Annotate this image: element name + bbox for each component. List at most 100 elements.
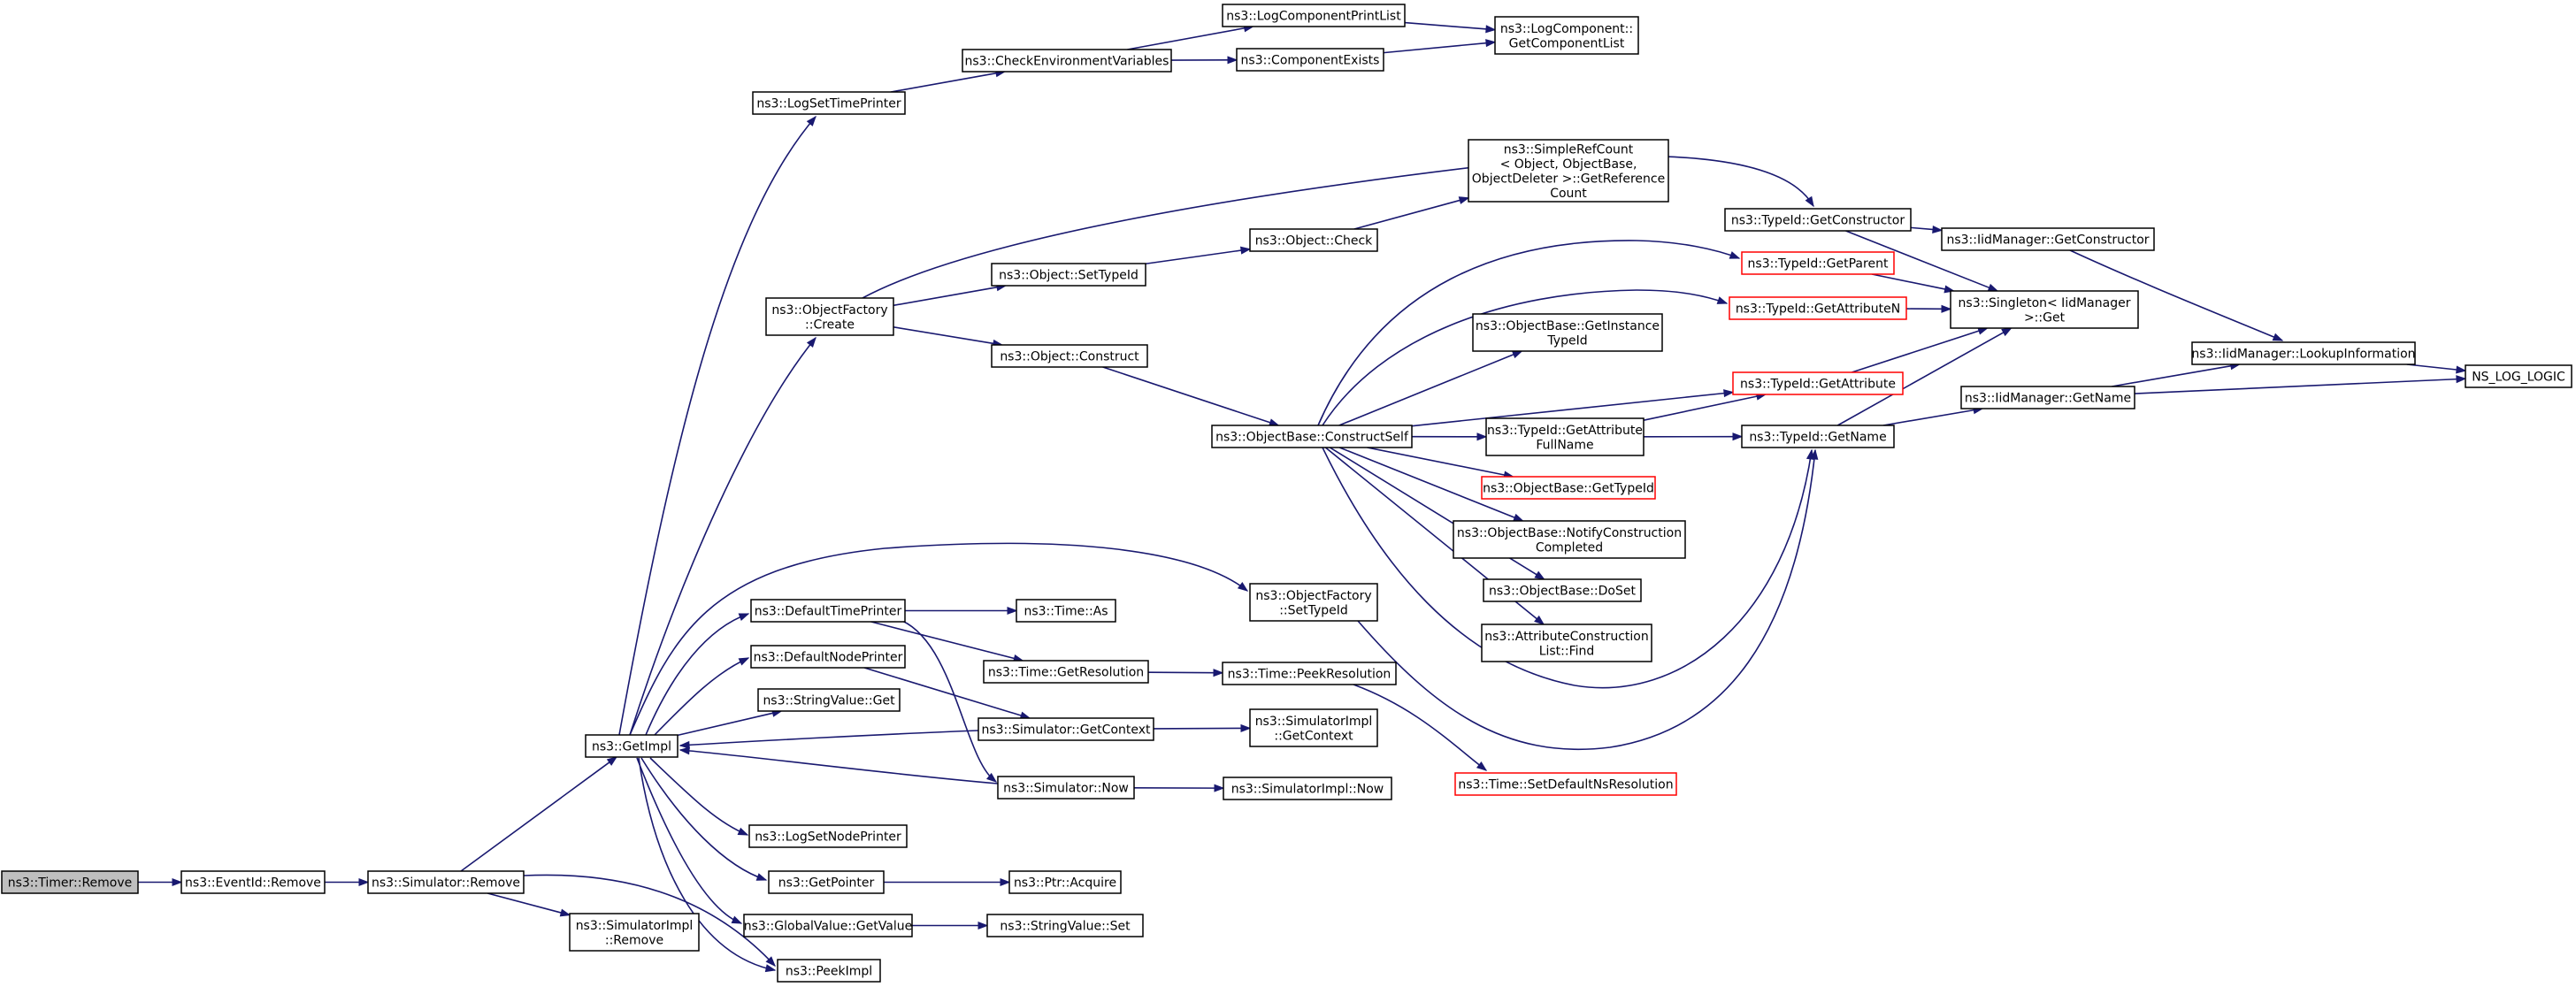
node-label-line: ObjectDeleter >::GetReference bbox=[1472, 172, 1665, 186]
edge-obj_settypeid-to-obj_check bbox=[1145, 246, 1252, 265]
node-objbase-gettypeid[interactable]: ns3::ObjectBase::GetTypeId bbox=[1481, 476, 1656, 500]
node-label-line: ns3::Time::PeekResolution bbox=[1228, 668, 1392, 682]
node-getimpl[interactable]: ns3::GetImpl bbox=[585, 734, 678, 758]
node-time-peekresolution[interactable]: ns3::Time::PeekResolution bbox=[1222, 662, 1397, 685]
node-label-line: ns3::StringValue::Get bbox=[763, 694, 895, 708]
node-box bbox=[986, 914, 1144, 937]
node-label-line: ns3::Ptr::Acquire bbox=[1014, 876, 1116, 891]
node-time-as[interactable]: ns3::Time::As bbox=[1016, 599, 1116, 623]
node-iid-getconstructor[interactable]: ns3::IidManager::GetConstructor bbox=[1941, 227, 2155, 251]
edge-typeid_getattributen-to-singleton_get bbox=[1905, 304, 1952, 313]
node-iid-lookup[interactable]: ns3::IidManager::LookupInformation bbox=[2191, 341, 2416, 365]
node-label-line: ns3::Singleton< IidManager bbox=[1959, 296, 2131, 310]
node-label-line: ns3::Time::As bbox=[1024, 605, 1108, 619]
edge-checkenv-to-compexists bbox=[1170, 56, 1238, 65]
node-time-setdefaultnsres[interactable]: ns3::Time::SetDefaultNsResolution bbox=[1454, 772, 1677, 796]
edge-checkenv-to-logcompprintlist bbox=[1127, 24, 1255, 50]
node-objbase-doset[interactable]: ns3::ObjectBase::DoSet bbox=[1483, 578, 1642, 602]
node-checkenv[interactable]: ns3::CheckEnvironmentVariables bbox=[962, 49, 1172, 73]
node-time-getresolution[interactable]: ns3::Time::GetResolution bbox=[983, 660, 1149, 684]
edge-typeid_getparent-to-singleton_get bbox=[1871, 273, 1955, 294]
node-label-line: ns3::IidManager::GetName bbox=[1965, 392, 2131, 406]
edge-typeid_getconstructor-to-singleton_get bbox=[1845, 230, 1999, 292]
node-ns-log-logic[interactable]: NS_LOG_LOGIC bbox=[2465, 364, 2572, 388]
edge-getimpl-to-objfactory_create bbox=[629, 336, 816, 736]
edge-iid_getname-to-iid_lookup bbox=[2112, 362, 2242, 387]
edge-layer bbox=[137, 21, 2467, 973]
node-box bbox=[1483, 578, 1642, 602]
edge-defaulttimeprinter-to-time_as bbox=[905, 606, 1018, 616]
node-box bbox=[180, 870, 326, 894]
node-label-line: ns3::Object::SetTypeId bbox=[999, 269, 1138, 283]
node-logsetnodeprinter[interactable]: ns3::LogSetNodePrinter bbox=[748, 824, 908, 848]
node-label-line: ::Create bbox=[805, 318, 855, 332]
node-globalvalue-getvalue[interactable]: ns3::GlobalValue::GetValue bbox=[743, 914, 913, 937]
node-box bbox=[1249, 708, 1378, 747]
node-label-line: ns3::TypeId::GetAttributeN bbox=[1736, 302, 1900, 317]
node-box bbox=[750, 645, 906, 669]
node-typeid-getparent[interactable]: ns3::TypeId::GetParent bbox=[1741, 251, 1895, 275]
node-iid-getname[interactable]: ns3::IidManager::GetName bbox=[1960, 386, 2135, 409]
node-simimpl-remove[interactable]: ns3::SimulatorImpl::Remove bbox=[569, 913, 700, 952]
edge-getattributefullname-to-typeid_getattribute bbox=[1643, 392, 1767, 421]
node-box bbox=[1, 870, 139, 894]
node-compexists[interactable]: ns3::ComponentExists bbox=[1236, 48, 1384, 72]
node-sim-now[interactable]: ns3::Simulator::Now bbox=[997, 776, 1135, 800]
node-getcomplist[interactable]: ns3::LogComponent::GetComponentList bbox=[1494, 16, 1639, 55]
node-typeid-getname[interactable]: ns3::TypeId::GetName bbox=[1741, 425, 1895, 448]
node-sim-getcontext[interactable]: ns3::Simulator::GetContext bbox=[978, 717, 1154, 741]
node-box bbox=[1941, 227, 2155, 251]
node-label-line: ns3::GetPointer bbox=[778, 876, 875, 891]
node-simimpl-now[interactable]: ns3::SimulatorImpl::Now bbox=[1223, 777, 1392, 800]
node-box bbox=[1741, 425, 1895, 448]
node-typeid-getattribute[interactable]: ns3::TypeId::GetAttribute bbox=[1732, 371, 1904, 395]
edge-compexists-to-getcomplist bbox=[1383, 39, 1497, 54]
node-stringvalue-get[interactable]: ns3::StringValue::Get bbox=[757, 688, 901, 712]
node-constructself[interactable]: ns3::ObjectBase::ConstructSelf bbox=[1211, 425, 1413, 448]
node-box bbox=[1249, 228, 1378, 252]
node-objfactory-create[interactable]: ns3::ObjectFactory::Create bbox=[765, 297, 894, 336]
node-notifyconstruction[interactable]: ns3::ObjectBase::NotifyConstructionCompl… bbox=[1453, 520, 1686, 559]
node-label-line: GetComponentList bbox=[1509, 36, 1625, 50]
node-obj-construct[interactable]: ns3::Object::Construct bbox=[991, 344, 1148, 368]
node-refcount[interactable]: ns3::SimpleRefCount< Object, ObjectBase,… bbox=[1468, 139, 1669, 203]
node-box bbox=[1468, 139, 1669, 203]
edge-getimpl-to-getpointer bbox=[640, 757, 768, 881]
node-label-line: ns3::Timer::Remove bbox=[8, 876, 133, 891]
node-stringvalue-set[interactable]: ns3::StringValue::Set bbox=[986, 914, 1144, 937]
node-defaultnodeprinter[interactable]: ns3::DefaultNodePrinter bbox=[750, 645, 906, 669]
edge-defaulttimeprinter-to-sim_now bbox=[901, 620, 998, 783]
node-logcompprintlist[interactable]: ns3::LogComponentPrintList bbox=[1222, 4, 1406, 27]
node-typeid-getconstructor[interactable]: ns3::TypeId::GetConstructor bbox=[1724, 208, 1912, 232]
node-label-line: ns3::Object::Construct bbox=[1000, 350, 1139, 364]
edge-globalvalue_getvalue-to-stringvalue_set bbox=[911, 921, 989, 930]
node-obj-settypeid[interactable]: ns3::Object::SetTypeId bbox=[991, 263, 1146, 287]
edge-getimpl-to-defaulttimeprinter bbox=[645, 613, 750, 736]
node-ptr-acquire[interactable]: ns3::Ptr::Acquire bbox=[1008, 870, 1122, 894]
node-label-line: ns3::LogComponentPrintList bbox=[1226, 10, 1401, 24]
node-label-line: ns3::LogComponent:: bbox=[1500, 22, 1633, 36]
node-sim-remove[interactable]: ns3::Simulator::Remove bbox=[367, 870, 525, 894]
node-label-line: TypeId bbox=[1546, 333, 1587, 348]
node-label-line: ns3::LogSetTimePrinter bbox=[756, 97, 901, 111]
node-timer-remove: ns3::Timer::Remove bbox=[1, 870, 139, 894]
node-typeid-getattributen[interactable]: ns3::TypeId::GetAttributeN bbox=[1729, 296, 1907, 320]
node-peekimpl[interactable]: ns3::PeekImpl bbox=[777, 959, 881, 983]
node-label-line: ns3::ObjectBase::GetInstance bbox=[1476, 319, 1660, 333]
node-eventid-remove[interactable]: ns3::EventId::Remove bbox=[180, 870, 326, 894]
node-getpointer[interactable]: ns3::GetPointer bbox=[768, 870, 885, 894]
node-logsettimeprinter[interactable]: ns3::LogSetTimePrinter bbox=[752, 91, 906, 115]
node-box bbox=[1724, 208, 1912, 232]
edge-iid_lookup-to-ns_log_logic bbox=[2406, 363, 2467, 374]
node-box bbox=[1472, 313, 1663, 352]
node-objfactory-settypeid[interactable]: ns3::ObjectFactory::SetTypeId bbox=[1249, 583, 1378, 622]
node-singleton-get[interactable]: ns3::Singleton< IidManager>::Get bbox=[1950, 290, 2139, 329]
node-simimpl-getcontext[interactable]: ns3::SimulatorImpl::GetContext bbox=[1249, 708, 1378, 747]
node-defaulttimeprinter[interactable]: ns3::DefaultTimePrinter bbox=[750, 599, 906, 623]
edge-logsettimeprinter-to-checkenv bbox=[890, 69, 1007, 93]
node-obj-check[interactable]: ns3::Object::Check bbox=[1249, 228, 1378, 252]
node-label-line: List::Find bbox=[1539, 644, 1595, 658]
